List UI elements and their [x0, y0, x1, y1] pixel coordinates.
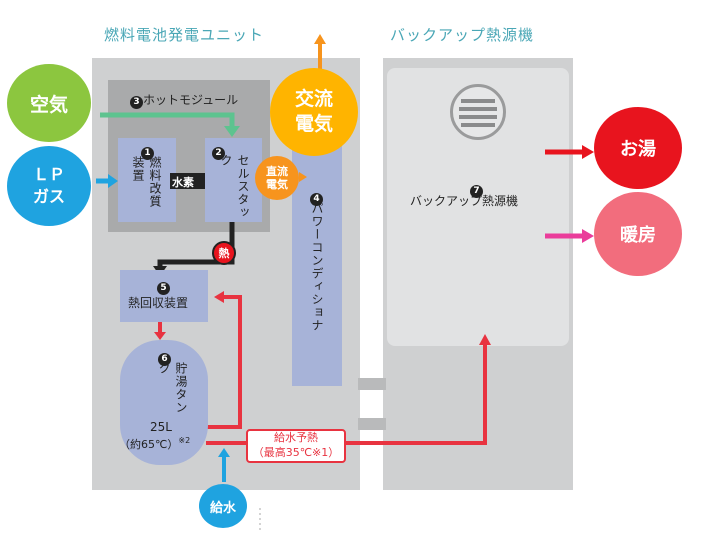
hot-water-arrow-head — [582, 145, 594, 159]
dc-power-badge: 直流 電気 — [255, 156, 299, 200]
preheat-line1: 給水予熱 — [274, 431, 318, 444]
ac-power-line1: 交流 — [294, 88, 333, 110]
fuel-cell-unit-title: 燃料電池発電ユニット — [104, 26, 265, 44]
connector-pipe-upper — [358, 378, 386, 390]
backup-unit-title: バックアップ熱源機 — [390, 26, 535, 44]
ac-power-circle: 交流 電気 — [270, 68, 358, 156]
hydrogen-label: 水素 — [172, 176, 194, 189]
air-arrow-head — [224, 126, 240, 137]
storage-tank-temp: （約65℃）※2 — [119, 436, 190, 452]
hot-module-text: ホットモジュール — [143, 93, 239, 107]
preheat-label: 給水予熱 （最高35℃※1） — [246, 430, 346, 460]
ac-power-up-head — [314, 34, 326, 44]
heat-recovery-num: 5 — [157, 275, 170, 295]
power-conditioner-label: パワーコンディショナ — [310, 202, 324, 332]
backup-heater-num: 7 — [470, 178, 483, 198]
lp-gas-arrow-head — [108, 174, 118, 188]
storage-tank-temp-text: （約65℃） — [119, 438, 179, 451]
hot-water-circle: お湯 — [594, 107, 682, 189]
preheat-pipe — [206, 342, 487, 445]
heat-recovery-box — [120, 270, 208, 322]
reformer-num: 1 — [141, 140, 154, 160]
heating-arrow-head — [582, 229, 594, 243]
storage-tank-num: 6 — [158, 346, 171, 366]
heating-circle: 暖房 — [594, 192, 682, 276]
reformer-label: 燃料改質装置 — [131, 156, 162, 208]
preheat-pipe-head — [479, 334, 491, 345]
tank-loop-head — [214, 291, 224, 303]
heat-recovery-label: 熱回収装置 — [128, 296, 189, 310]
water-supply-circle: 給水 — [199, 484, 247, 528]
air-input-circle: 空気 — [7, 64, 91, 142]
dc-power-line2: 電気 — [266, 178, 288, 191]
recovery-to-tank-head — [154, 332, 166, 340]
ac-power-line2: 電気 — [294, 113, 333, 135]
storage-tank-label: 貯湯タンク — [157, 362, 188, 414]
tank-loop-pipe — [206, 295, 242, 429]
power-conditioner-num: 4 — [310, 186, 323, 206]
preheat-label-box — [246, 429, 346, 463]
water-supply-head — [218, 448, 230, 457]
lp-gas-input-circle: ＬＰ ガス — [7, 146, 91, 226]
connector-pipe-lower — [358, 418, 386, 430]
heat-badge: 熱 — [212, 241, 236, 265]
storage-tank-capacity: 25L — [150, 420, 172, 434]
cell-stack-num: 2 — [212, 140, 225, 160]
heat-flow-arrow — [157, 222, 235, 268]
backup-heater-label: バックアップ熱源機 — [410, 194, 519, 208]
dc-power-line1: 直流 — [266, 165, 288, 178]
vent-icon — [450, 84, 506, 140]
dc-arrow-head — [299, 172, 307, 182]
hydrogen-arrow — [170, 173, 208, 189]
num-badge: 3 — [130, 96, 143, 109]
lp-gas-line1: ＬＰ — [32, 165, 65, 184]
cell-stack-label: セルスタック — [219, 154, 250, 219]
lp-gas-line2: ガス — [32, 187, 65, 206]
air-arrow — [100, 112, 235, 128]
storage-tank-note: ※2 — [178, 436, 191, 445]
preheat-line2: （最高35℃※1） — [252, 446, 340, 459]
